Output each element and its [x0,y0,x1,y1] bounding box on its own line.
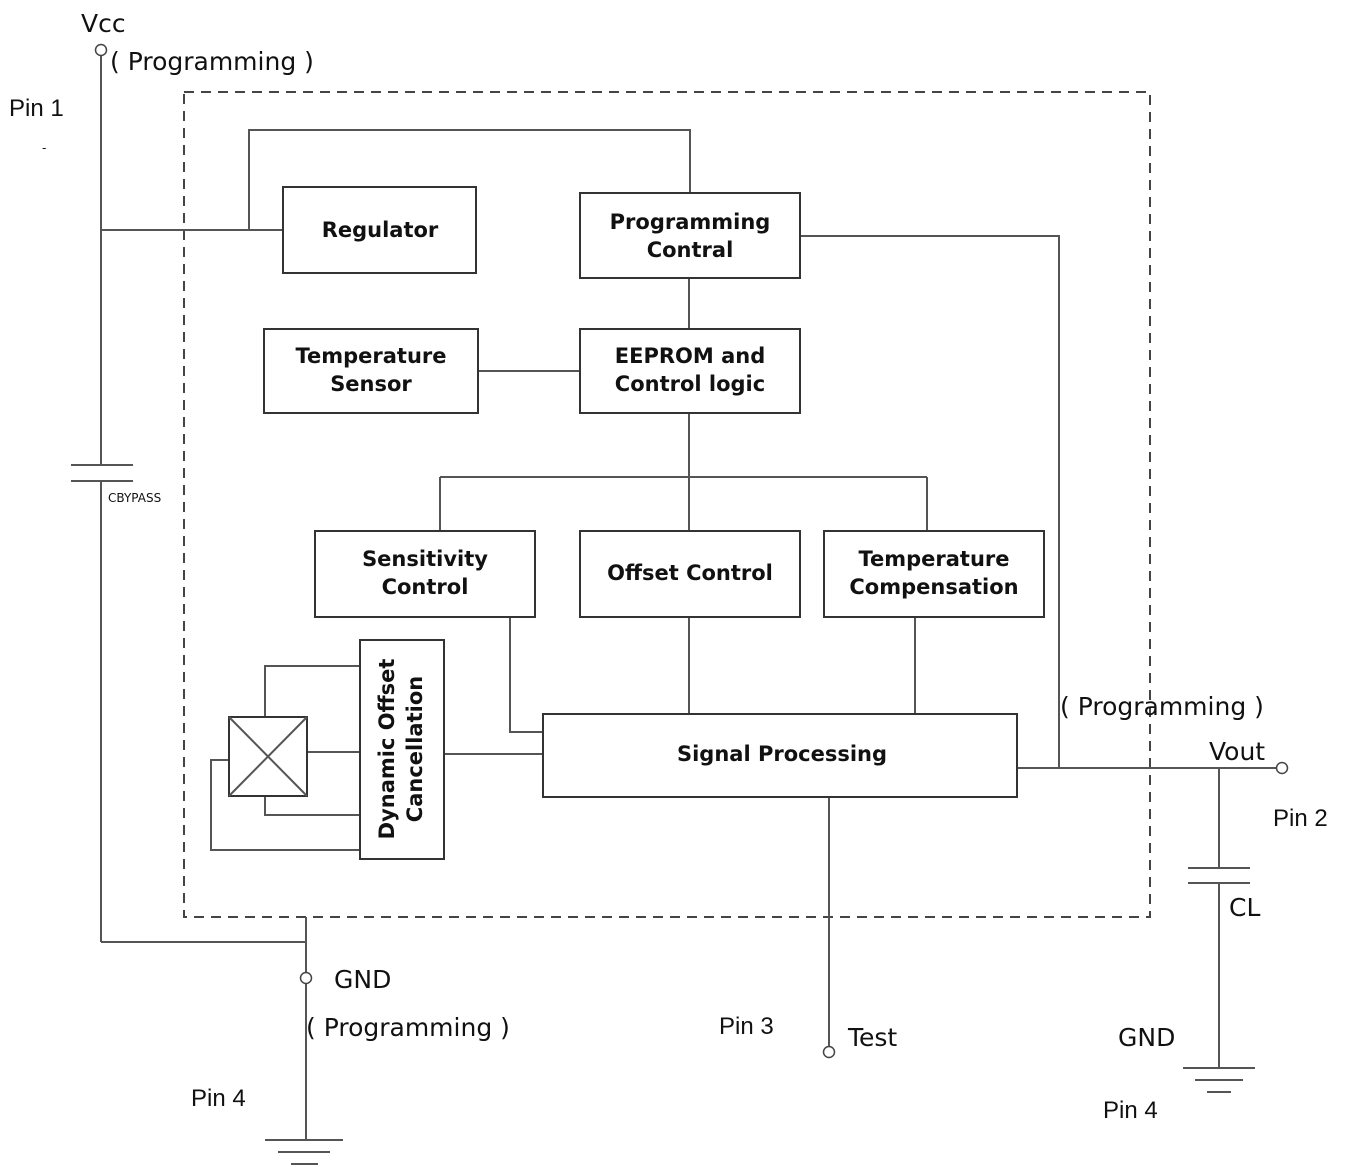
test-terminal [822,1045,836,1059]
programming-control-label-1: Programming [610,210,771,234]
programming-control-block: Programming Contral [579,192,801,279]
offset-control-label: Offset Control [607,561,773,585]
signal-processing-block: Signal Processing [542,713,1018,798]
pin3-label: Pin 3 [719,1013,774,1040]
sensitivity-label-2: Control [382,575,469,599]
temperature-compensation-block: Temperature Compensation [823,530,1045,618]
cbypass-capacitor [71,464,133,482]
vcc-programming-label: ( Programming ) [110,47,314,76]
test-label: Test [847,1023,897,1052]
regulator-block: Regulator [282,186,477,274]
cl-capacitor [1188,867,1250,884]
temperature-sensor-label-2: Sensor [330,372,412,396]
gnd-left-programming-label: ( Programming ) [306,1013,510,1042]
pin2-label: Pin 2 [1273,805,1328,832]
vcc-label: Vcc [81,9,126,38]
pin4-left-label: Pin 4 [191,1085,246,1112]
dynamic-offset-cancellation-block: Dynamic Offset Cancellation [359,639,445,860]
regulator-label: Regulator [322,218,439,242]
vcc-terminal [94,43,108,57]
gnd-left-label: GND [334,965,391,994]
package-boundary [183,91,1151,918]
cl-label: CL [1229,893,1260,922]
temp-comp-label-1: Temperature [858,547,1009,571]
temperature-sensor-label-1: Temperature [295,344,446,368]
pin1-mark: - [42,141,46,155]
sensitivity-label-1: Sensitivity [362,547,488,571]
programming-control-label-2: Contral [647,238,734,262]
ground-symbol-left [265,1139,343,1165]
signal-processing-label: Signal Processing [677,742,887,766]
cbypass-label: CBYPASS [108,491,161,505]
doc-label-2: Cancellation [403,676,427,822]
temp-comp-label-2: Compensation [849,575,1018,599]
eeprom-label-1: EEPROM and [615,344,765,368]
pin1-label: Pin 1 [9,95,64,122]
doc-label-1: Dynamic Offset [375,659,399,840]
eeprom-label-2: Control logic [615,372,765,396]
gnd-right-label: GND [1118,1023,1175,1052]
vout-terminal [1275,761,1289,775]
vout-label: Vout [1209,737,1265,766]
pin4-right-label: Pin 4 [1103,1097,1158,1124]
wires [100,56,1276,1140]
gnd-terminal [299,971,313,985]
ground-symbol-right [1183,1067,1255,1093]
eeprom-block: EEPROM and Control logic [579,328,801,414]
offset-control-block: Offset Control [579,530,801,618]
vout-programming-label: ( Programming ) [1060,692,1264,721]
sensitivity-control-block: Sensitivity Control [314,530,536,618]
temperature-sensor-block: Temperature Sensor [263,328,479,414]
hall-element-icon [228,716,308,797]
